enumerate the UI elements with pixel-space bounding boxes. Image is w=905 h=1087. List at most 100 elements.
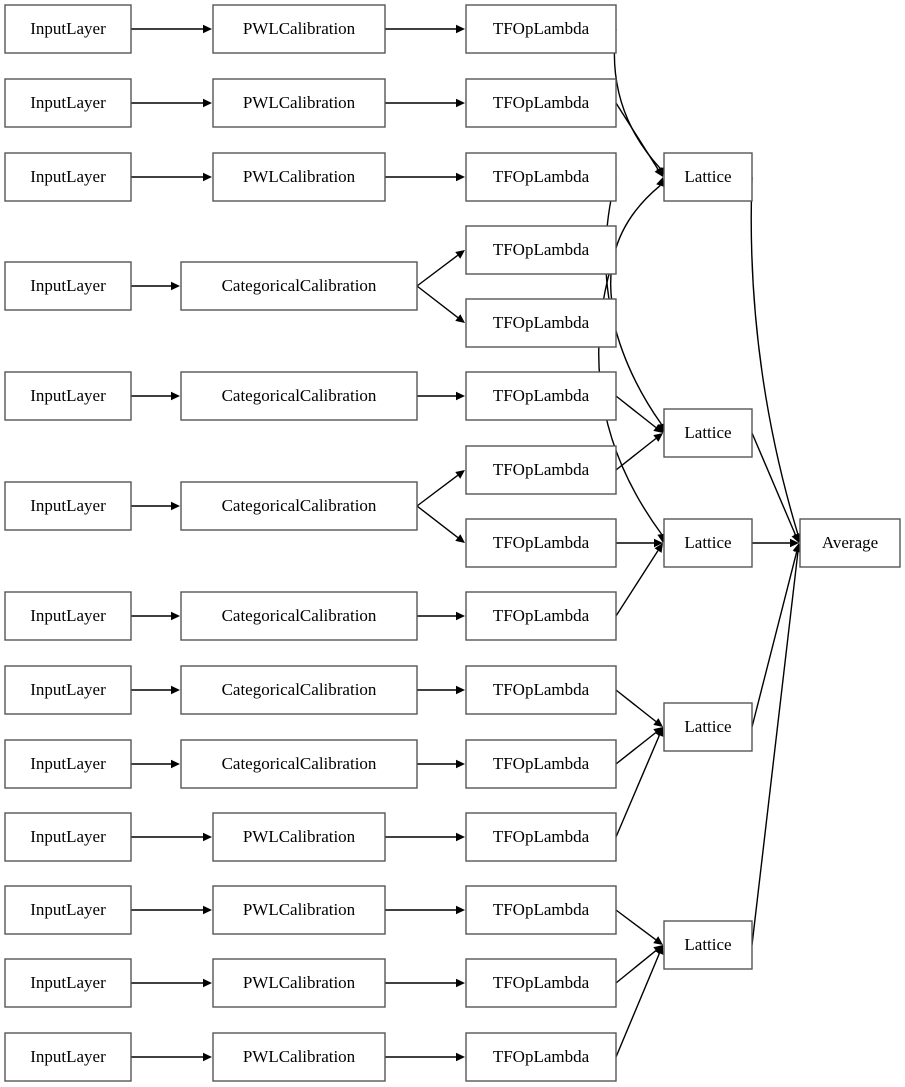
node-box[interactable] — [4, 665, 132, 715]
edge-lattice-to-average — [751, 543, 803, 946]
node-box[interactable] — [663, 702, 753, 752]
node-box[interactable] — [465, 591, 617, 641]
node-pwlcalibration-cal2[interactable]: PWLCalibration — [212, 78, 386, 128]
node-lattice-lat4[interactable]: Lattice — [663, 702, 753, 752]
node-categorical-calibration-cal8[interactable]: CategoricalCalibration — [180, 665, 418, 715]
node-box[interactable] — [799, 518, 901, 568]
node-box[interactable] — [4, 371, 132, 421]
node-box[interactable] — [212, 78, 386, 128]
node-input-layer-in8[interactable]: InputLayer — [4, 665, 132, 715]
node-categorical-calibration-cal6[interactable]: CategoricalCalibration — [180, 481, 418, 531]
node-box[interactable] — [180, 481, 418, 531]
arrowhead-icon — [790, 538, 799, 548]
node-box[interactable] — [4, 261, 132, 311]
node-box[interactable] — [465, 152, 617, 202]
node-box[interactable] — [4, 885, 132, 935]
node-tfop-lambda-tf8[interactable]: TFOpLambda — [465, 518, 617, 568]
node-pwlcalibration-cal12[interactable]: PWLCalibration — [212, 958, 386, 1008]
node-box[interactable] — [212, 812, 386, 862]
node-input-layer-in13[interactable]: InputLayer — [4, 1032, 132, 1082]
node-categorical-calibration-cal9[interactable]: CategoricalCalibration — [180, 739, 418, 789]
node-input-layer-in7[interactable]: InputLayer — [4, 591, 132, 641]
node-tfop-lambda-tf15[interactable]: TFOpLambda — [465, 1032, 617, 1082]
node-box[interactable] — [4, 78, 132, 128]
node-box[interactable] — [212, 958, 386, 1008]
node-categorical-calibration-cal4[interactable]: CategoricalCalibration — [180, 261, 418, 311]
node-input-layer-in10[interactable]: InputLayer — [4, 812, 132, 862]
node-pwlcalibration-cal10[interactable]: PWLCalibration — [212, 812, 386, 862]
node-pwlcalibration-cal13[interactable]: PWLCalibration — [212, 1032, 386, 1082]
node-box[interactable] — [465, 225, 617, 275]
node-box[interactable] — [212, 152, 386, 202]
edge-input-layer-to-pwlcalibration — [131, 98, 212, 108]
node-pwlcalibration-cal1[interactable]: PWLCalibration — [212, 4, 386, 54]
node-input-layer-in11[interactable]: InputLayer — [4, 885, 132, 935]
node-tfop-lambda-tf9[interactable]: TFOpLambda — [465, 591, 617, 641]
node-box[interactable] — [465, 812, 617, 862]
node-input-layer-in2[interactable]: InputLayer — [4, 78, 132, 128]
node-box[interactable] — [465, 958, 617, 1008]
node-box[interactable] — [4, 152, 132, 202]
node-tfop-lambda-tf4[interactable]: TFOpLambda — [465, 225, 617, 275]
node-box[interactable] — [212, 4, 386, 54]
node-tfop-lambda-tf12[interactable]: TFOpLambda — [465, 812, 617, 862]
node-box[interactable] — [465, 445, 617, 495]
node-average-avg[interactable]: Average — [799, 518, 901, 568]
node-lattice-lat2[interactable]: Lattice — [663, 408, 753, 458]
node-box[interactable] — [465, 518, 617, 568]
node-box[interactable] — [663, 152, 753, 202]
node-box[interactable] — [180, 371, 418, 421]
node-input-layer-in5[interactable]: InputLayer — [4, 371, 132, 421]
node-label: TFOpLambda — [493, 93, 590, 112]
node-box[interactable] — [4, 958, 132, 1008]
node-box[interactable] — [465, 4, 617, 54]
node-tfop-lambda-tf7[interactable]: TFOpLambda — [465, 445, 617, 495]
node-input-layer-in12[interactable]: InputLayer — [4, 958, 132, 1008]
node-lattice-lat5[interactable]: Lattice — [663, 920, 753, 970]
node-input-layer-in9[interactable]: InputLayer — [4, 739, 132, 789]
node-box[interactable] — [180, 261, 418, 311]
node-categorical-calibration-cal5[interactable]: CategoricalCalibration — [180, 371, 418, 421]
node-tfop-lambda-tf3[interactable]: TFOpLambda — [465, 152, 617, 202]
node-tfop-lambda-tf1[interactable]: TFOpLambda — [465, 4, 617, 54]
node-tfop-lambda-tf14[interactable]: TFOpLambda — [465, 958, 617, 1008]
node-pwlcalibration-cal11[interactable]: PWLCalibration — [212, 885, 386, 935]
node-box[interactable] — [4, 481, 132, 531]
node-box[interactable] — [663, 920, 753, 970]
node-box[interactable] — [4, 812, 132, 862]
node-input-layer-in4[interactable]: InputLayer — [4, 261, 132, 311]
node-input-layer-in6[interactable]: InputLayer — [4, 481, 132, 531]
node-box[interactable] — [4, 591, 132, 641]
node-lattice-lat1[interactable]: Lattice — [663, 152, 753, 202]
node-tfop-lambda-tf5[interactable]: TFOpLambda — [465, 298, 617, 348]
node-input-layer-in3[interactable]: InputLayer — [4, 152, 132, 202]
node-tfop-lambda-tf13[interactable]: TFOpLambda — [465, 885, 617, 935]
node-tfop-lambda-tf10[interactable]: TFOpLambda — [465, 665, 617, 715]
node-box[interactable] — [180, 665, 418, 715]
node-box[interactable] — [4, 4, 132, 54]
node-box[interactable] — [4, 1032, 132, 1082]
node-box[interactable] — [465, 78, 617, 128]
node-box[interactable] — [4, 739, 132, 789]
node-tfop-lambda-tf6[interactable]: TFOpLambda — [465, 371, 617, 421]
node-box[interactable] — [465, 885, 617, 935]
node-input-layer-in1[interactable]: InputLayer — [4, 4, 132, 54]
node-categorical-calibration-cal7[interactable]: CategoricalCalibration — [180, 591, 418, 641]
node-box[interactable] — [663, 408, 753, 458]
node-pwlcalibration-cal3[interactable]: PWLCalibration — [212, 152, 386, 202]
node-label: InputLayer — [30, 680, 106, 699]
node-box[interactable] — [180, 591, 418, 641]
node-lattice-lat3[interactable]: Lattice — [663, 518, 753, 568]
node-box[interactable] — [212, 885, 386, 935]
node-box[interactable] — [465, 371, 617, 421]
node-tfop-lambda-tf11[interactable]: TFOpLambda — [465, 739, 617, 789]
node-box[interactable] — [465, 665, 617, 715]
node-box[interactable] — [180, 739, 418, 789]
node-box[interactable] — [663, 518, 753, 568]
node-box[interactable] — [465, 739, 617, 789]
node-box[interactable] — [465, 298, 617, 348]
node-box[interactable] — [212, 1032, 386, 1082]
node-box[interactable] — [465, 1032, 617, 1082]
node-tfop-lambda-tf2[interactable]: TFOpLambda — [465, 78, 617, 128]
node-label: TFOpLambda — [493, 680, 590, 699]
